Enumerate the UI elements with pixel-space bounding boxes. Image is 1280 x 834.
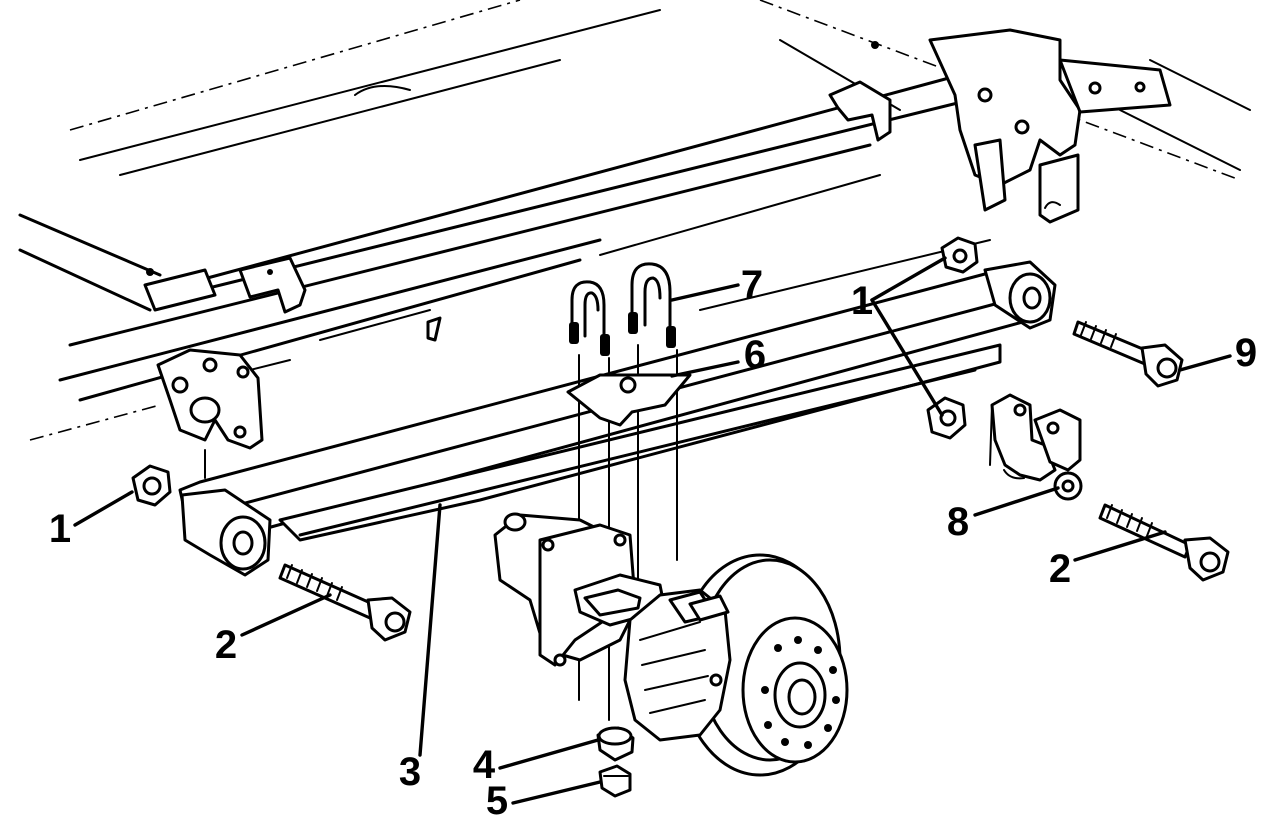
u-bolt-plate [566,373,692,427]
callout-7-u-bolt: 7 [741,263,763,307]
leader-lines [73,256,1232,805]
callout-labels: 1 1 2 2 3 4 5 6 7 8 9 [49,263,1257,823]
callout-9-bolt: 9 [1235,331,1257,375]
axle-housing [493,512,667,667]
spacer-bushing [596,726,635,762]
callout-1-rear: 1 [851,279,873,323]
callout-2-rear: 2 [1049,547,1071,591]
front-spring-hanger [156,348,264,479]
spring-shackle [989,393,1083,501]
callout-3-leaf-spring: 3 [399,750,421,794]
frame-rail [18,41,992,402]
callout-2-front: 2 [215,623,237,667]
callout-8-shackle: 8 [947,500,969,544]
bolt-rear [1098,503,1230,582]
nut-rear-upper [940,236,979,274]
vehicle-body-outline [29,0,1251,441]
rear-frame-hanger [928,28,1172,224]
callout-1-front: 1 [49,507,71,551]
nut-front [131,464,172,507]
callout-4-spacer: 4 [473,743,496,787]
callout-6-plate: 6 [744,333,766,377]
u-bolt-nut [598,764,632,798]
brake-caliper [623,588,732,742]
bolt-front [278,563,412,642]
callout-5-nut: 5 [486,779,508,823]
shackle-bolt [1072,320,1184,388]
